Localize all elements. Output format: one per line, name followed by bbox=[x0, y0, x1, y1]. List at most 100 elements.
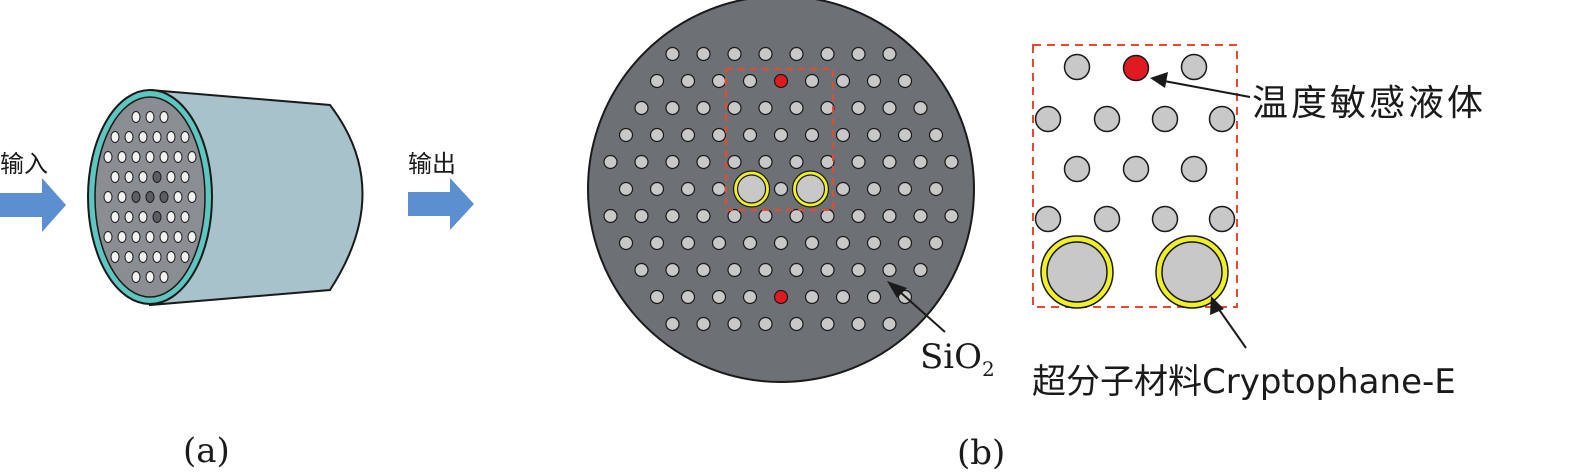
end-face-hole bbox=[110, 211, 120, 223]
air-hole bbox=[944, 208, 959, 224]
sio2-label-base: SiO bbox=[920, 337, 982, 377]
air-hole bbox=[789, 154, 804, 170]
air-hole bbox=[727, 208, 742, 224]
air-hole bbox=[820, 208, 835, 224]
end-face-hole bbox=[180, 131, 190, 143]
sio2-pointer-arrowhead bbox=[887, 281, 907, 298]
air-hole bbox=[680, 289, 696, 305]
zoom-air-hole bbox=[1208, 205, 1236, 233]
air-hole bbox=[634, 208, 649, 224]
end-face-hole bbox=[166, 131, 176, 143]
air-hole bbox=[649, 181, 665, 197]
end-face-hole bbox=[145, 271, 155, 283]
air-hole bbox=[897, 127, 913, 143]
air-hole bbox=[928, 181, 944, 197]
air-hole bbox=[665, 46, 680, 62]
zoom-liquid-hole bbox=[1122, 54, 1150, 82]
air-hole bbox=[696, 262, 711, 278]
end-face-hole bbox=[173, 231, 183, 243]
end-face-hole bbox=[103, 191, 113, 203]
air-hole bbox=[913, 100, 928, 116]
air-hole bbox=[882, 154, 897, 170]
zoom-air-hole bbox=[1093, 105, 1121, 133]
air-hole bbox=[820, 262, 835, 278]
zoom-air-hole bbox=[1122, 155, 1150, 183]
end-face-hole bbox=[166, 251, 176, 263]
air-hole bbox=[742, 289, 758, 305]
zoom-detail-frame bbox=[1032, 44, 1238, 308]
zoom-air-hole bbox=[1093, 205, 1121, 233]
sio2-pointer-line bbox=[899, 291, 946, 333]
air-hole bbox=[680, 73, 696, 89]
air-hole bbox=[835, 73, 851, 89]
zoom-detail-holes bbox=[1034, 53, 1236, 309]
air-hole bbox=[897, 73, 913, 89]
zoom-coated-hole bbox=[1046, 241, 1108, 303]
air-hole bbox=[866, 73, 882, 89]
air-hole bbox=[835, 235, 851, 251]
air-hole bbox=[603, 208, 618, 224]
air-hole bbox=[773, 235, 789, 251]
air-hole bbox=[789, 46, 804, 62]
air-hole-lattice bbox=[603, 46, 959, 332]
end-face-hole bbox=[138, 251, 148, 263]
input-label: 输入 bbox=[0, 150, 48, 178]
air-hole bbox=[618, 235, 634, 251]
zoom-air-hole bbox=[1208, 105, 1236, 133]
liquid-pointer-line bbox=[1163, 80, 1251, 98]
air-hole bbox=[789, 262, 804, 278]
liquid-filled-hole bbox=[773, 289, 789, 305]
material-label: 超分子材料Cryptophane-E bbox=[1032, 362, 1456, 402]
air-hole bbox=[727, 46, 742, 62]
air-hole bbox=[758, 100, 773, 116]
air-hole bbox=[618, 127, 634, 143]
end-face-hole bbox=[110, 131, 120, 143]
zoom-air-hole bbox=[1034, 105, 1062, 133]
air-hole bbox=[789, 100, 804, 116]
end-face-hole bbox=[124, 251, 134, 263]
air-hole bbox=[758, 154, 773, 170]
zoom-air-hole bbox=[1034, 205, 1062, 233]
air-hole bbox=[742, 127, 758, 143]
air-hole bbox=[882, 262, 897, 278]
air-hole bbox=[882, 46, 897, 62]
air-hole bbox=[897, 181, 913, 197]
end-face-hole bbox=[124, 131, 134, 143]
air-hole bbox=[727, 100, 742, 116]
end-face-hole bbox=[152, 171, 162, 183]
end-face-hole bbox=[131, 271, 141, 283]
liquid-label: 温度敏感液体 bbox=[1252, 83, 1486, 124]
air-hole bbox=[789, 208, 804, 224]
air-hole bbox=[820, 154, 835, 170]
air-hole bbox=[680, 235, 696, 251]
air-hole bbox=[851, 100, 866, 116]
end-face-hole bbox=[138, 171, 148, 183]
material-pointer-arrowhead bbox=[1210, 296, 1224, 315]
air-hole bbox=[758, 316, 773, 332]
end-face-hole bbox=[187, 151, 197, 163]
air-hole bbox=[665, 100, 680, 116]
end-face-hole bbox=[131, 191, 141, 203]
air-hole bbox=[634, 154, 649, 170]
panel-b-cross-section: SiO2 温度敏感液体 超分子材料Cryptophane-E (b) bbox=[587, 0, 1486, 473]
end-face-hole bbox=[103, 231, 113, 243]
air-hole bbox=[804, 235, 820, 251]
air-hole bbox=[928, 235, 944, 251]
sio2-label-subscript: 2 bbox=[982, 357, 995, 381]
end-face-hole bbox=[145, 231, 155, 243]
air-hole bbox=[882, 208, 897, 224]
air-hole bbox=[742, 235, 758, 251]
air-hole bbox=[866, 181, 882, 197]
end-face-hole bbox=[145, 191, 155, 203]
air-hole bbox=[835, 127, 851, 143]
air-hole bbox=[851, 46, 866, 62]
air-hole bbox=[944, 154, 959, 170]
air-hole bbox=[727, 262, 742, 278]
air-hole bbox=[913, 208, 928, 224]
end-face-hole bbox=[124, 171, 134, 183]
end-face-hole bbox=[159, 151, 169, 163]
air-hole bbox=[913, 154, 928, 170]
air-hole bbox=[882, 316, 897, 332]
output-arrow-icon bbox=[408, 178, 474, 230]
